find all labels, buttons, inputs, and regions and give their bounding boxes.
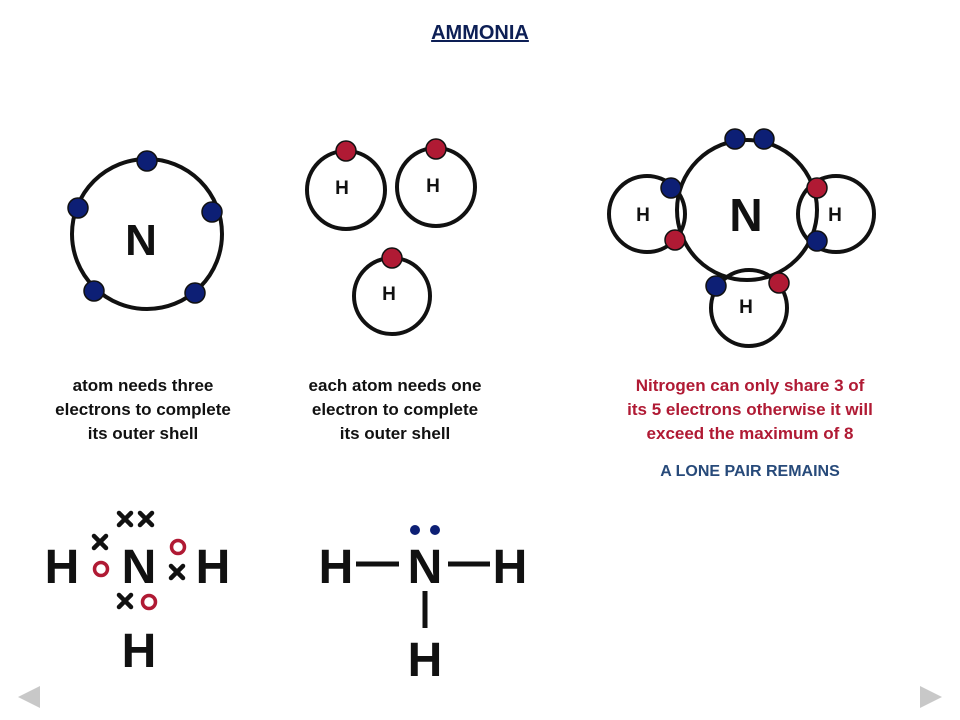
hydrogen-symbol: H [493, 541, 528, 594]
dot-cross-diagram: H N H H [45, 541, 231, 678]
caption-line: its outer shell [87, 424, 199, 443]
nitrogen-electron [201, 201, 223, 223]
lone-pair-dot [430, 525, 440, 535]
hydrogen-symbol: H [319, 541, 354, 594]
lone-pair-dot [410, 525, 420, 535]
hydrogen-electron [335, 140, 357, 162]
hydrogen-symbol: H [45, 541, 80, 594]
hydrogen-electron [425, 138, 447, 160]
cross-electron [168, 563, 186, 581]
hydrogen-electron [664, 229, 686, 251]
hydrogen-dot-electrons [92, 538, 187, 611]
slide-title: AMMONIA [431, 22, 529, 44]
nitrogen-electron [67, 197, 89, 219]
next-slide-button[interactable] [920, 686, 942, 708]
hydrogen-caption: each atom needs one electron to complete… [270, 374, 520, 446]
hydrogen-symbol: H [122, 625, 157, 678]
caption-line: atom needs three [72, 376, 214, 395]
nitrogen-electron [184, 282, 206, 304]
nitrogen-electron [136, 150, 158, 172]
lone-pair-note: A LONE PAIR REMAINS [660, 463, 840, 480]
caption-line: electrons to complete [55, 400, 231, 419]
nitrogen-shell [675, 138, 819, 282]
hydrogen-electrons [335, 138, 447, 269]
ammonia-molecule [607, 138, 876, 348]
lone-pair-electron [753, 128, 775, 150]
previous-slide-button[interactable] [18, 686, 40, 708]
nitrogen-electrons [67, 150, 223, 304]
cross-electron [116, 510, 134, 528]
hydrogen-shell [607, 174, 687, 254]
nitrogen-symbol: N [408, 541, 443, 594]
hydrogen-symbol: H [828, 205, 842, 226]
nitrogen-electron [660, 177, 682, 199]
hydrogen-electron [381, 247, 403, 269]
nitrogen-symbol: N [122, 541, 157, 594]
hydrogen-electron [768, 272, 790, 294]
lone-pair-electron [724, 128, 746, 150]
lone-pair [410, 525, 440, 535]
hydrogen-symbol: H [335, 178, 349, 199]
nitrogen-electron [83, 280, 105, 302]
nitrogen-electron [705, 275, 727, 297]
hydrogen-electron [806, 177, 828, 199]
ammonia-caption: Nitrogen can only share 3 of its 5 elect… [560, 374, 940, 446]
nitrogen-symbol: N [729, 189, 762, 241]
caption-line: Nitrogen can only share 3 of [635, 376, 865, 395]
ammonia-electrons [660, 128, 828, 297]
nitrogen-cross-electrons [91, 510, 186, 610]
covalent-bonds [356, 561, 490, 628]
caption-line: its 5 electrons otherwise it will [627, 400, 873, 419]
ring-electron [140, 593, 158, 611]
ring-electron [92, 560, 110, 578]
hydrogen-symbol: H [636, 205, 650, 226]
cross-electron [116, 592, 134, 610]
hydrogen-symbol: H [739, 297, 753, 318]
caption-line: electron to complete [311, 400, 479, 419]
structural-formula: H N H H [319, 541, 528, 687]
hydrogen-symbol: H [196, 541, 231, 594]
hydrogen-symbol: H [426, 176, 440, 197]
hydrogen-symbol: H [408, 634, 443, 687]
hydrogen-atoms [305, 146, 477, 336]
hydrogen-shell [796, 174, 876, 254]
nitrogen-caption: atom needs three electrons to complete i… [20, 374, 266, 446]
caption-line: each atom needs one [308, 376, 482, 395]
nitrogen-symbol: N [125, 216, 157, 265]
hydrogen-symbol: H [382, 284, 396, 305]
cross-electron [91, 533, 109, 551]
nitrogen-electron [806, 230, 828, 252]
ring-electron [169, 538, 187, 556]
caption-line: exceed the maximum of 8 [646, 424, 854, 443]
hydrogen-shell [709, 268, 789, 348]
caption-line: its outer shell [339, 424, 451, 443]
cross-electron [137, 510, 155, 528]
